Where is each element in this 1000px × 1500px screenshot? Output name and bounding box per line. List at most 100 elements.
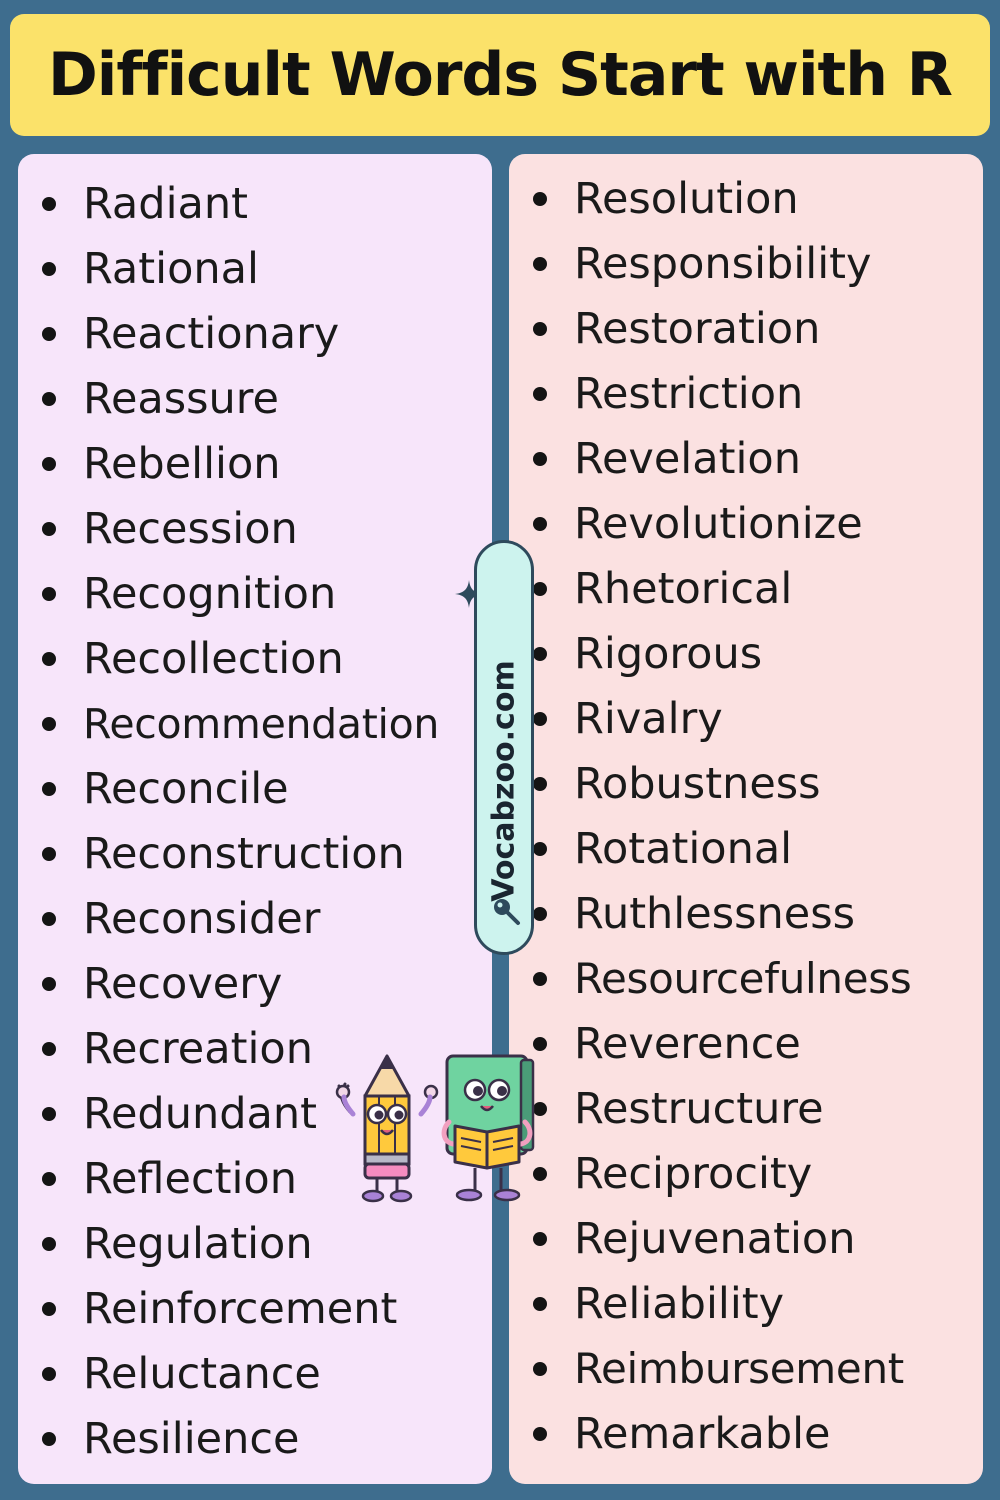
- bullet-icon: [42, 1171, 56, 1186]
- list-item: Recognition: [18, 561, 492, 626]
- list-item: Resolution: [509, 166, 983, 231]
- list-item: Restoration: [509, 296, 983, 361]
- bullet-icon: [533, 841, 547, 856]
- word-label: Restructure: [574, 1083, 824, 1134]
- bullet-icon: [533, 906, 547, 921]
- word-label: Recommendation: [83, 699, 440, 748]
- bullet-icon: [533, 1426, 547, 1441]
- bullet-icon: [533, 581, 547, 596]
- bullet-icon: [533, 1361, 547, 1376]
- list-item: Revolutionize: [509, 491, 983, 556]
- word-label: Resourcefulness: [574, 954, 912, 1003]
- bullet-icon: [533, 1166, 547, 1181]
- word-label: Reconcile: [83, 763, 289, 814]
- bullet-icon: [42, 391, 56, 406]
- word-label: Reconsider: [83, 893, 321, 944]
- list-item: Recession: [18, 496, 492, 561]
- list-item: Recommendation: [18, 691, 492, 756]
- word-label: Robustness: [574, 758, 821, 809]
- bullet-icon: [533, 191, 547, 206]
- word-label: Responsibility: [574, 238, 872, 289]
- list-item: Rigorous: [509, 621, 983, 686]
- list-item: Rational: [18, 236, 492, 301]
- bullet-icon: [533, 971, 547, 986]
- list-item: Regulation: [18, 1211, 492, 1276]
- watermark-pill: Vocabzoo.com: [474, 540, 534, 955]
- bullet-icon: [42, 716, 56, 731]
- bullet-icon: [42, 1431, 56, 1446]
- list-item: Remarkable: [509, 1401, 983, 1466]
- bullet-icon: [533, 516, 547, 531]
- list-item: Recreation: [18, 1016, 492, 1081]
- list-item: Reconsider: [18, 886, 492, 951]
- word-label: Reluctance: [83, 1348, 321, 1399]
- bullet-icon: [533, 646, 547, 661]
- word-label: Resolution: [574, 173, 799, 224]
- bullet-icon: [533, 1296, 547, 1311]
- list-item: Restriction: [509, 361, 983, 426]
- word-label: Reimbursement: [574, 1344, 904, 1393]
- bullet-icon: [42, 586, 56, 601]
- bullet-icon: [42, 1366, 56, 1381]
- word-label: Reciprocity: [574, 1148, 813, 1199]
- bullet-icon: [42, 911, 56, 926]
- list-item: Reciprocity: [509, 1141, 983, 1206]
- word-label: Restoration: [574, 303, 821, 354]
- page-title: Difficult Words Start with R: [48, 40, 953, 110]
- list-item: Reconstruction: [18, 821, 492, 886]
- bullet-icon: [42, 456, 56, 471]
- list-item: Rotational: [509, 816, 983, 881]
- list-item: Reassure: [18, 366, 492, 431]
- list-item: Resilience: [18, 1406, 492, 1471]
- bullet-icon: [42, 1041, 56, 1056]
- bullet-icon: [533, 776, 547, 791]
- word-label: Reliability: [574, 1278, 785, 1329]
- word-label: Radiant: [83, 178, 248, 229]
- word-label: Rigorous: [574, 628, 763, 679]
- bullet-icon: [533, 711, 547, 726]
- bullet-icon: [533, 451, 547, 466]
- bullet-icon: [533, 1101, 547, 1116]
- bullet-icon: [533, 1231, 547, 1246]
- word-label: Rhetorical: [574, 563, 793, 614]
- list-item: Resourcefulness: [509, 946, 983, 1011]
- list-item: Rhetorical: [509, 556, 983, 621]
- bullet-icon: [533, 386, 547, 401]
- word-label: Reconstruction: [83, 828, 405, 879]
- word-label: Recognition: [83, 568, 337, 619]
- list-item: Restructure: [509, 1076, 983, 1141]
- sparkle-icon: [455, 580, 483, 608]
- watermark-text: Vocabzoo.com: [486, 660, 522, 902]
- bullet-icon: [42, 521, 56, 536]
- word-label: Recovery: [83, 958, 283, 1009]
- mascot-illustration: [335, 1054, 535, 1203]
- list-item: Reconcile: [18, 756, 492, 821]
- bullet-icon: [533, 1036, 547, 1051]
- bullet-icon: [42, 651, 56, 666]
- list-item: Reflection: [18, 1146, 492, 1211]
- list-item: Redundant: [18, 1081, 492, 1146]
- bullet-icon: [42, 1301, 56, 1316]
- bullet-icon: [42, 781, 56, 796]
- right-word-list: Resolution Responsibility Restoration Re…: [509, 166, 983, 1466]
- left-word-panel: Radiant Rational Reactionary Reassure Re…: [18, 154, 492, 1484]
- word-label: Recreation: [83, 1023, 313, 1074]
- word-label: Restriction: [574, 368, 804, 419]
- bullet-icon: [42, 1236, 56, 1251]
- list-item: Reactionary: [18, 301, 492, 366]
- book-mascot: [441, 1054, 535, 1202]
- magnifier-icon: [494, 899, 520, 925]
- list-item: Recovery: [18, 951, 492, 1016]
- bullet-icon: [42, 196, 56, 211]
- word-label: Reinforcement: [83, 1283, 398, 1334]
- word-label: Rivalry: [574, 693, 723, 744]
- left-word-list: Radiant Rational Reactionary Reassure Re…: [18, 171, 492, 1471]
- word-label: Rotational: [574, 823, 793, 874]
- list-item: Ruthlessness: [509, 881, 983, 946]
- bullet-icon: [533, 256, 547, 271]
- bullet-icon: [533, 321, 547, 336]
- list-item: Reliability: [509, 1271, 983, 1336]
- word-label: Ruthlessness: [574, 888, 856, 939]
- list-item: Rivalry: [509, 686, 983, 751]
- word-label: Recollection: [83, 633, 344, 684]
